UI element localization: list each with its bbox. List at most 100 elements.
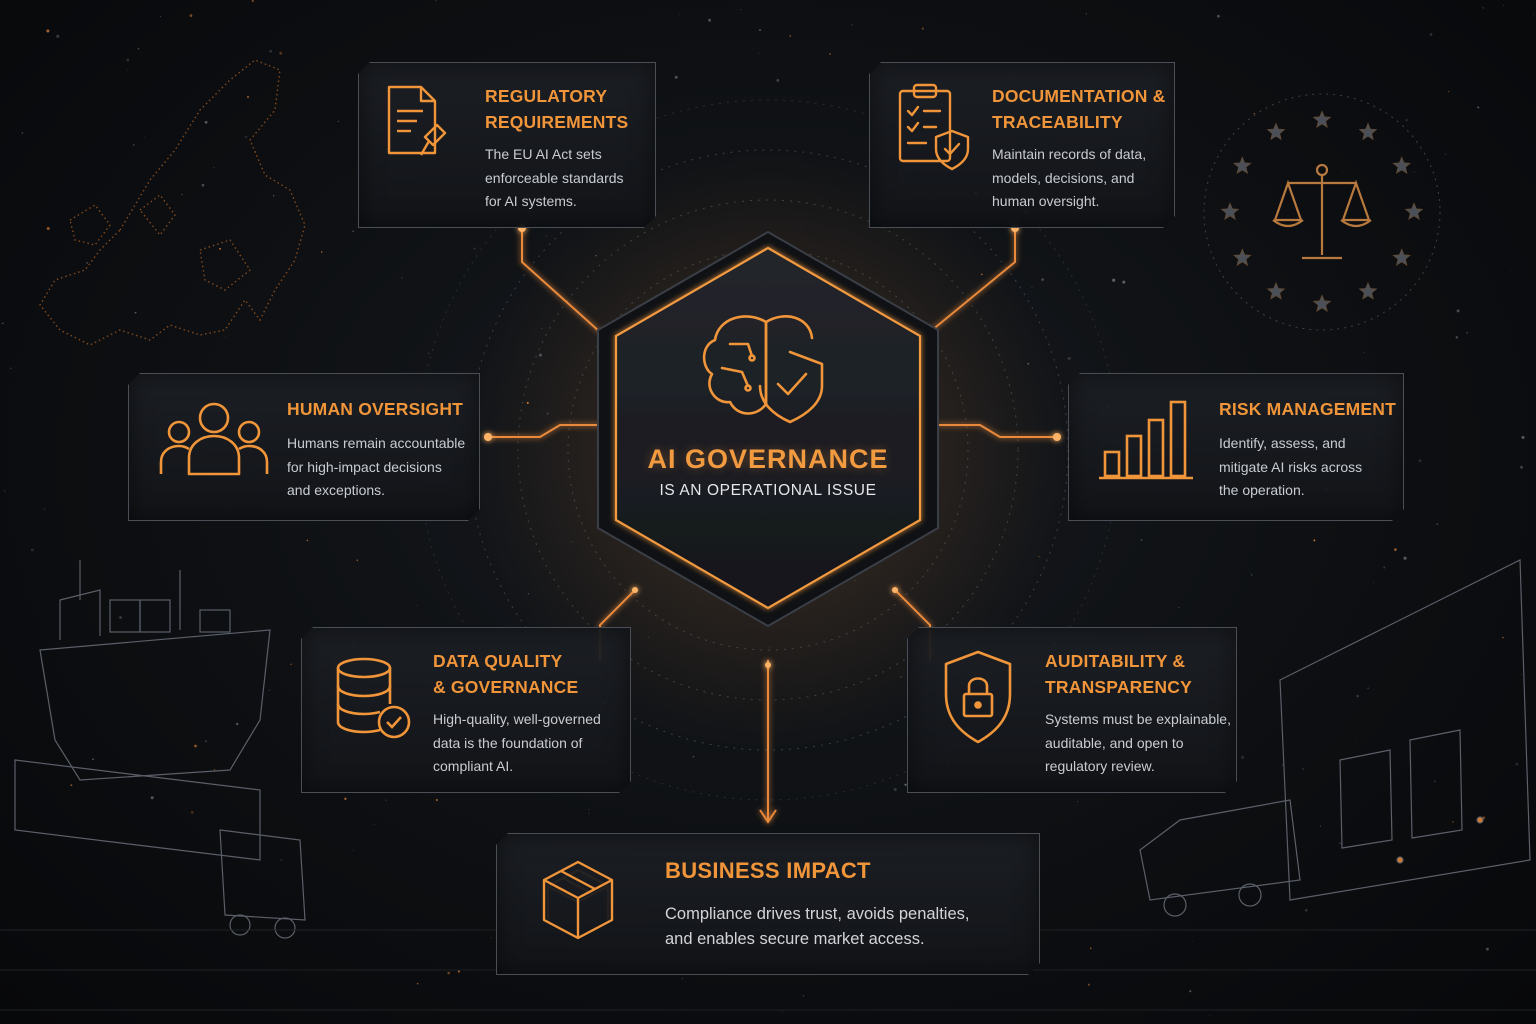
people-group-icon	[159, 400, 269, 480]
center-subtitle: IS AN OPERATIONAL ISSUE	[659, 482, 877, 499]
star-particle	[1241, 755, 1245, 759]
star-particle	[708, 18, 712, 22]
star-particle	[1192, 941, 1194, 942]
star-particle	[219, 247, 222, 250]
star-particle	[1413, 171, 1415, 173]
star-particle	[802, 995, 805, 997]
star-particle	[150, 796, 154, 800]
europe-map-icon	[39, 59, 306, 346]
star-particle	[674, 75, 678, 79]
star-particle	[1405, 118, 1408, 122]
eu-star-icon	[1358, 122, 1378, 141]
star-particle	[1444, 153, 1447, 156]
star-particle	[43, 508, 46, 510]
eu-star-icon	[1220, 202, 1240, 220]
star-particle	[235, 722, 239, 726]
star-particle	[272, 195, 275, 197]
star-particle	[435, 0, 437, 1]
warehouse-truck-icon	[1139, 559, 1531, 917]
star-particle	[1447, 90, 1450, 93]
star-particle	[190, 810, 194, 814]
star-particle	[46, 29, 50, 33]
star-particle	[30, 548, 34, 552]
star-particle	[126, 58, 130, 62]
star-particle	[1485, 947, 1489, 951]
card-description: The EU AI Act sets enforceable standards…	[485, 146, 624, 209]
card-description: Systems must be explainable, auditable, …	[1045, 711, 1231, 774]
star-particle	[893, 787, 897, 792]
star-particle	[1209, 1014, 1210, 1016]
star-particle	[21, 132, 24, 134]
card-description: High-quality, well-governed data is the …	[433, 711, 601, 774]
star-particle	[1521, 435, 1525, 439]
star-particle	[1253, 112, 1255, 115]
eu-star-icon	[1358, 281, 1378, 300]
star-particle	[1280, 185, 1282, 187]
star-particle	[1296, 285, 1297, 287]
center-title: AI GOVERNANCE	[647, 444, 889, 474]
star-particle	[981, 273, 983, 276]
star-particle	[244, 135, 248, 139]
eu-star-icon	[1233, 156, 1252, 174]
star-particle	[1403, 556, 1407, 560]
star-particle	[181, 193, 183, 196]
star-particle	[1394, 548, 1397, 551]
star-particle	[541, 328, 543, 330]
star-particle	[539, 358, 541, 359]
star-particle	[194, 744, 197, 748]
star-particle	[1122, 280, 1126, 284]
star-particle	[692, 755, 695, 758]
star-particle	[1533, 14, 1535, 15]
card-description: Maintain records of data, models, decisi…	[992, 146, 1147, 209]
star-particle	[647, 636, 650, 638]
eu-star-icon	[1392, 156, 1411, 174]
card-auditability-transparency: AUDITABILITY & TRANSPARENCY Systems must…	[907, 627, 1237, 793]
card-risk-management: RISK MANAGEMENT Identify, assess, and mi…	[1068, 373, 1404, 521]
star-particle	[527, 593, 530, 595]
card-title: DOCUMENTATION & TRACEABILITY	[992, 86, 1166, 132]
star-particle	[1433, 780, 1436, 783]
star-particle	[428, 352, 430, 354]
clipboard-shield-icon	[892, 81, 972, 171]
star-particle	[829, 53, 831, 55]
star-particle	[526, 401, 529, 404]
star-particle	[415, 604, 417, 606]
card-title: RISK MANAGEMENT	[1219, 399, 1397, 419]
star-particle	[1418, 459, 1422, 463]
star-particle	[1482, 7, 1485, 9]
star-particle	[595, 254, 597, 257]
database-check-icon	[334, 656, 418, 746]
star-particle	[1027, 362, 1030, 365]
eu-star-icon	[1266, 122, 1286, 141]
star-particle	[1189, 990, 1192, 993]
eu-stars-scales-icon	[1203, 93, 1441, 331]
star-particle	[899, 675, 902, 678]
star-particle	[1178, 607, 1180, 608]
star-particle	[9, 367, 12, 370]
star-particle	[571, 541, 573, 543]
star-particle	[401, 277, 403, 279]
star-particle	[679, 13, 680, 15]
star-particle	[435, 798, 439, 802]
card-description: Humans remain accountable for high-impac…	[287, 435, 466, 498]
star-particle	[268, 689, 271, 691]
shield-lock-icon	[938, 648, 1018, 748]
star-particle	[385, 799, 387, 801]
star-particle	[854, 580, 856, 582]
star-particle	[1436, 523, 1439, 526]
star-particle	[204, 740, 207, 743]
star-particle	[290, 663, 292, 665]
star-particle	[70, 784, 73, 787]
star-particle	[1383, 566, 1386, 569]
star-particle	[213, 769, 216, 771]
star-particle	[133, 144, 135, 146]
card-regulatory-requirements: REGULATORY REQUIREMENTS The EU AI Act se…	[358, 62, 656, 228]
star-particle	[1520, 674, 1522, 676]
star-particle	[457, 970, 460, 973]
star-particle	[1313, 539, 1316, 542]
star-particle	[143, 136, 145, 138]
eu-star-icon	[1312, 110, 1332, 128]
star-particle	[1520, 465, 1523, 469]
cargo-ship-icon	[14, 560, 306, 939]
card-documentation-traceability: DOCUMENTATION & TRACEABILITY Maintain re…	[869, 62, 1175, 228]
